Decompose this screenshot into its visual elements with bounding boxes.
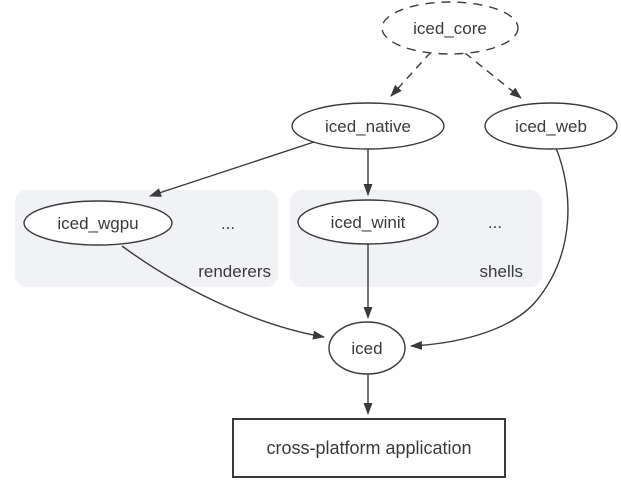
edge-iced_native-iced_wgpu <box>149 141 315 197</box>
node-application-label: cross-platform application <box>266 438 471 458</box>
edge-iced_core-iced_native <box>390 51 432 97</box>
node-iced_winit-label: iced_winit <box>331 213 406 232</box>
node-iced_native <box>291 102 445 150</box>
node-iced <box>328 321 406 375</box>
node-iced_wgpu <box>23 200 173 246</box>
node-iced_native-label: iced_native <box>325 117 411 136</box>
node-iced_wgpu-label: iced_wgpu <box>57 214 138 233</box>
node-application-box <box>232 418 506 478</box>
renderers-group-label: renderers <box>198 262 271 281</box>
node-iced-label: iced <box>351 339 382 358</box>
edge-iced_wgpu-iced <box>121 245 325 340</box>
renderers-ellipsis: ... <box>221 214 235 233</box>
node-iced_winit <box>297 199 439 245</box>
edge-iced_web-iced <box>410 147 569 350</box>
node-iced_web <box>484 102 618 150</box>
shells-ellipsis: ... <box>488 213 502 232</box>
node-iced_core <box>381 1 519 55</box>
node-iced_core-label: iced_core <box>413 19 487 38</box>
node-iced_web-label: iced_web <box>515 117 587 136</box>
edge-iced_core-iced_web <box>464 52 522 99</box>
shells-group-label: shells <box>480 262 523 281</box>
